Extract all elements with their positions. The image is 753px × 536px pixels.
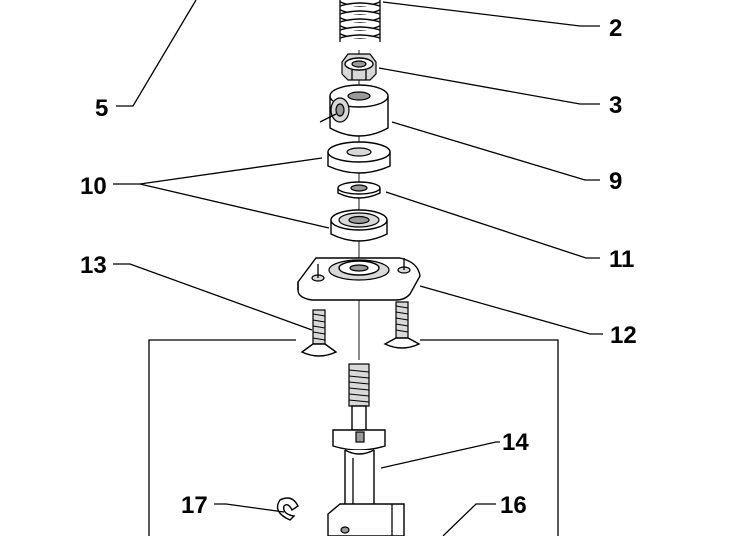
callout-12: 12	[610, 322, 637, 349]
part-screw-left	[300, 309, 338, 357]
frame-bracket	[148, 339, 559, 536]
callout-17: 17	[181, 492, 208, 519]
callout-9: 9	[609, 168, 622, 195]
part-spring	[339, 0, 381, 42]
part-small-washer	[337, 181, 381, 199]
part-bearing	[330, 209, 388, 242]
part-clamp-collar	[319, 84, 389, 137]
callout-16: 16	[500, 492, 527, 519]
leader-lines	[113, 0, 603, 536]
part-hex-nut	[341, 53, 377, 81]
part-retaining-clip	[276, 497, 299, 521]
part-screw-right	[383, 301, 421, 349]
callout-10: 10	[80, 173, 107, 200]
callout-13: 13	[80, 252, 107, 279]
part-flange-plate	[297, 257, 421, 301]
part-shaft	[332, 363, 386, 513]
callout-3: 3	[609, 92, 622, 119]
callout-2: 2	[609, 15, 622, 42]
callout-14: 14	[502, 429, 529, 456]
callout-5: 5	[95, 95, 108, 122]
part-block	[327, 503, 405, 536]
callout-11: 11	[609, 246, 634, 273]
part-washer-top	[327, 141, 391, 174]
